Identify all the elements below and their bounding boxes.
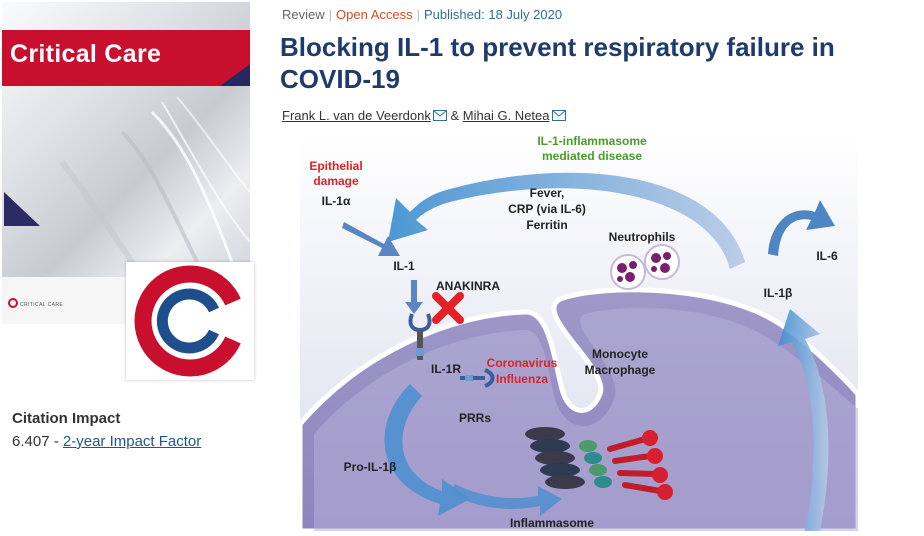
prrs-label: PRRs — [459, 411, 491, 425]
cover-footer-text: CRITICAL CARE — [20, 302, 63, 308]
author-link[interactable]: Mihai G. Netea — [463, 108, 550, 123]
il1-label: IL-1 — [393, 259, 415, 273]
il1-pathway-diagram: IL-1-inflammasome mediated disease Epith… — [300, 134, 858, 531]
disease-label-line1: IL-1-inflammasome — [537, 134, 647, 148]
il1a-label: IL-1α — [322, 194, 351, 208]
cover-triangle — [4, 192, 40, 226]
monocyte-label-line1: Monocyte — [592, 347, 648, 361]
fever-label-line1: Fever, — [530, 186, 565, 200]
author-joiner: & — [451, 108, 460, 123]
citation-impact-heading: Citation Impact — [12, 410, 120, 427]
critical-care-c-logo-icon — [126, 262, 254, 380]
open-access-badge: Open Access — [336, 7, 413, 22]
anakinra-label: ANAKINRA — [436, 279, 500, 293]
il1r-label: IL-1R — [431, 362, 461, 376]
impact-factor-value: 6.407 — [12, 433, 50, 450]
separator: - — [54, 433, 59, 450]
neutrophils-label: Neutrophils — [609, 230, 676, 244]
cover-triangle — [220, 64, 250, 86]
divider: | — [417, 7, 420, 22]
citation-impact-line: 6.407 - 2-year Impact Factor — [12, 433, 201, 450]
monocyte-label-line2: Macrophage — [585, 363, 656, 377]
mini-logo-icon — [8, 298, 18, 308]
disease-label-line2: mediated disease — [542, 149, 642, 163]
il6-label: IL-6 — [816, 249, 838, 263]
email-icon[interactable] — [552, 110, 566, 121]
article-meta: Review | Open Access | Published: 18 July 20… — [282, 7, 562, 22]
cover-title: Critical Care — [10, 40, 161, 69]
impact-factor-link[interactable]: 2-year Impact Factor — [63, 433, 201, 450]
epithelial-label-line1: Epithelial — [309, 159, 362, 173]
epithelial-label-line2: damage — [313, 174, 359, 188]
author-link[interactable]: Frank L. van de Veerdonk — [282, 108, 431, 123]
il1b-label: IL-1β — [764, 286, 793, 300]
pro-il1b-label: Pro-IL-1β — [344, 460, 397, 474]
virus-label-line1: Coronavirus — [487, 356, 558, 370]
article-type: Review — [282, 7, 325, 22]
journal-logo[interactable] — [126, 262, 254, 380]
email-icon[interactable] — [433, 110, 447, 121]
author-list: Frank L. van de Veerdonk & Mihai G. Nete… — [282, 108, 566, 123]
fever-label-line2: CRP (via IL-6) — [508, 202, 586, 216]
article-figure[interactable]: IL-1-inflammasome mediated disease Epith… — [300, 134, 858, 531]
fever-label-line3: Ferritin — [526, 218, 567, 232]
published-date: Published: 18 July 2020 — [424, 7, 562, 22]
article-title: Blocking IL-1 to prevent respiratory fai… — [280, 31, 920, 95]
inflammasome-label: Inflammasome — [510, 516, 594, 530]
virus-label-line2: Influenza — [496, 372, 548, 386]
divider: | — [329, 7, 332, 22]
